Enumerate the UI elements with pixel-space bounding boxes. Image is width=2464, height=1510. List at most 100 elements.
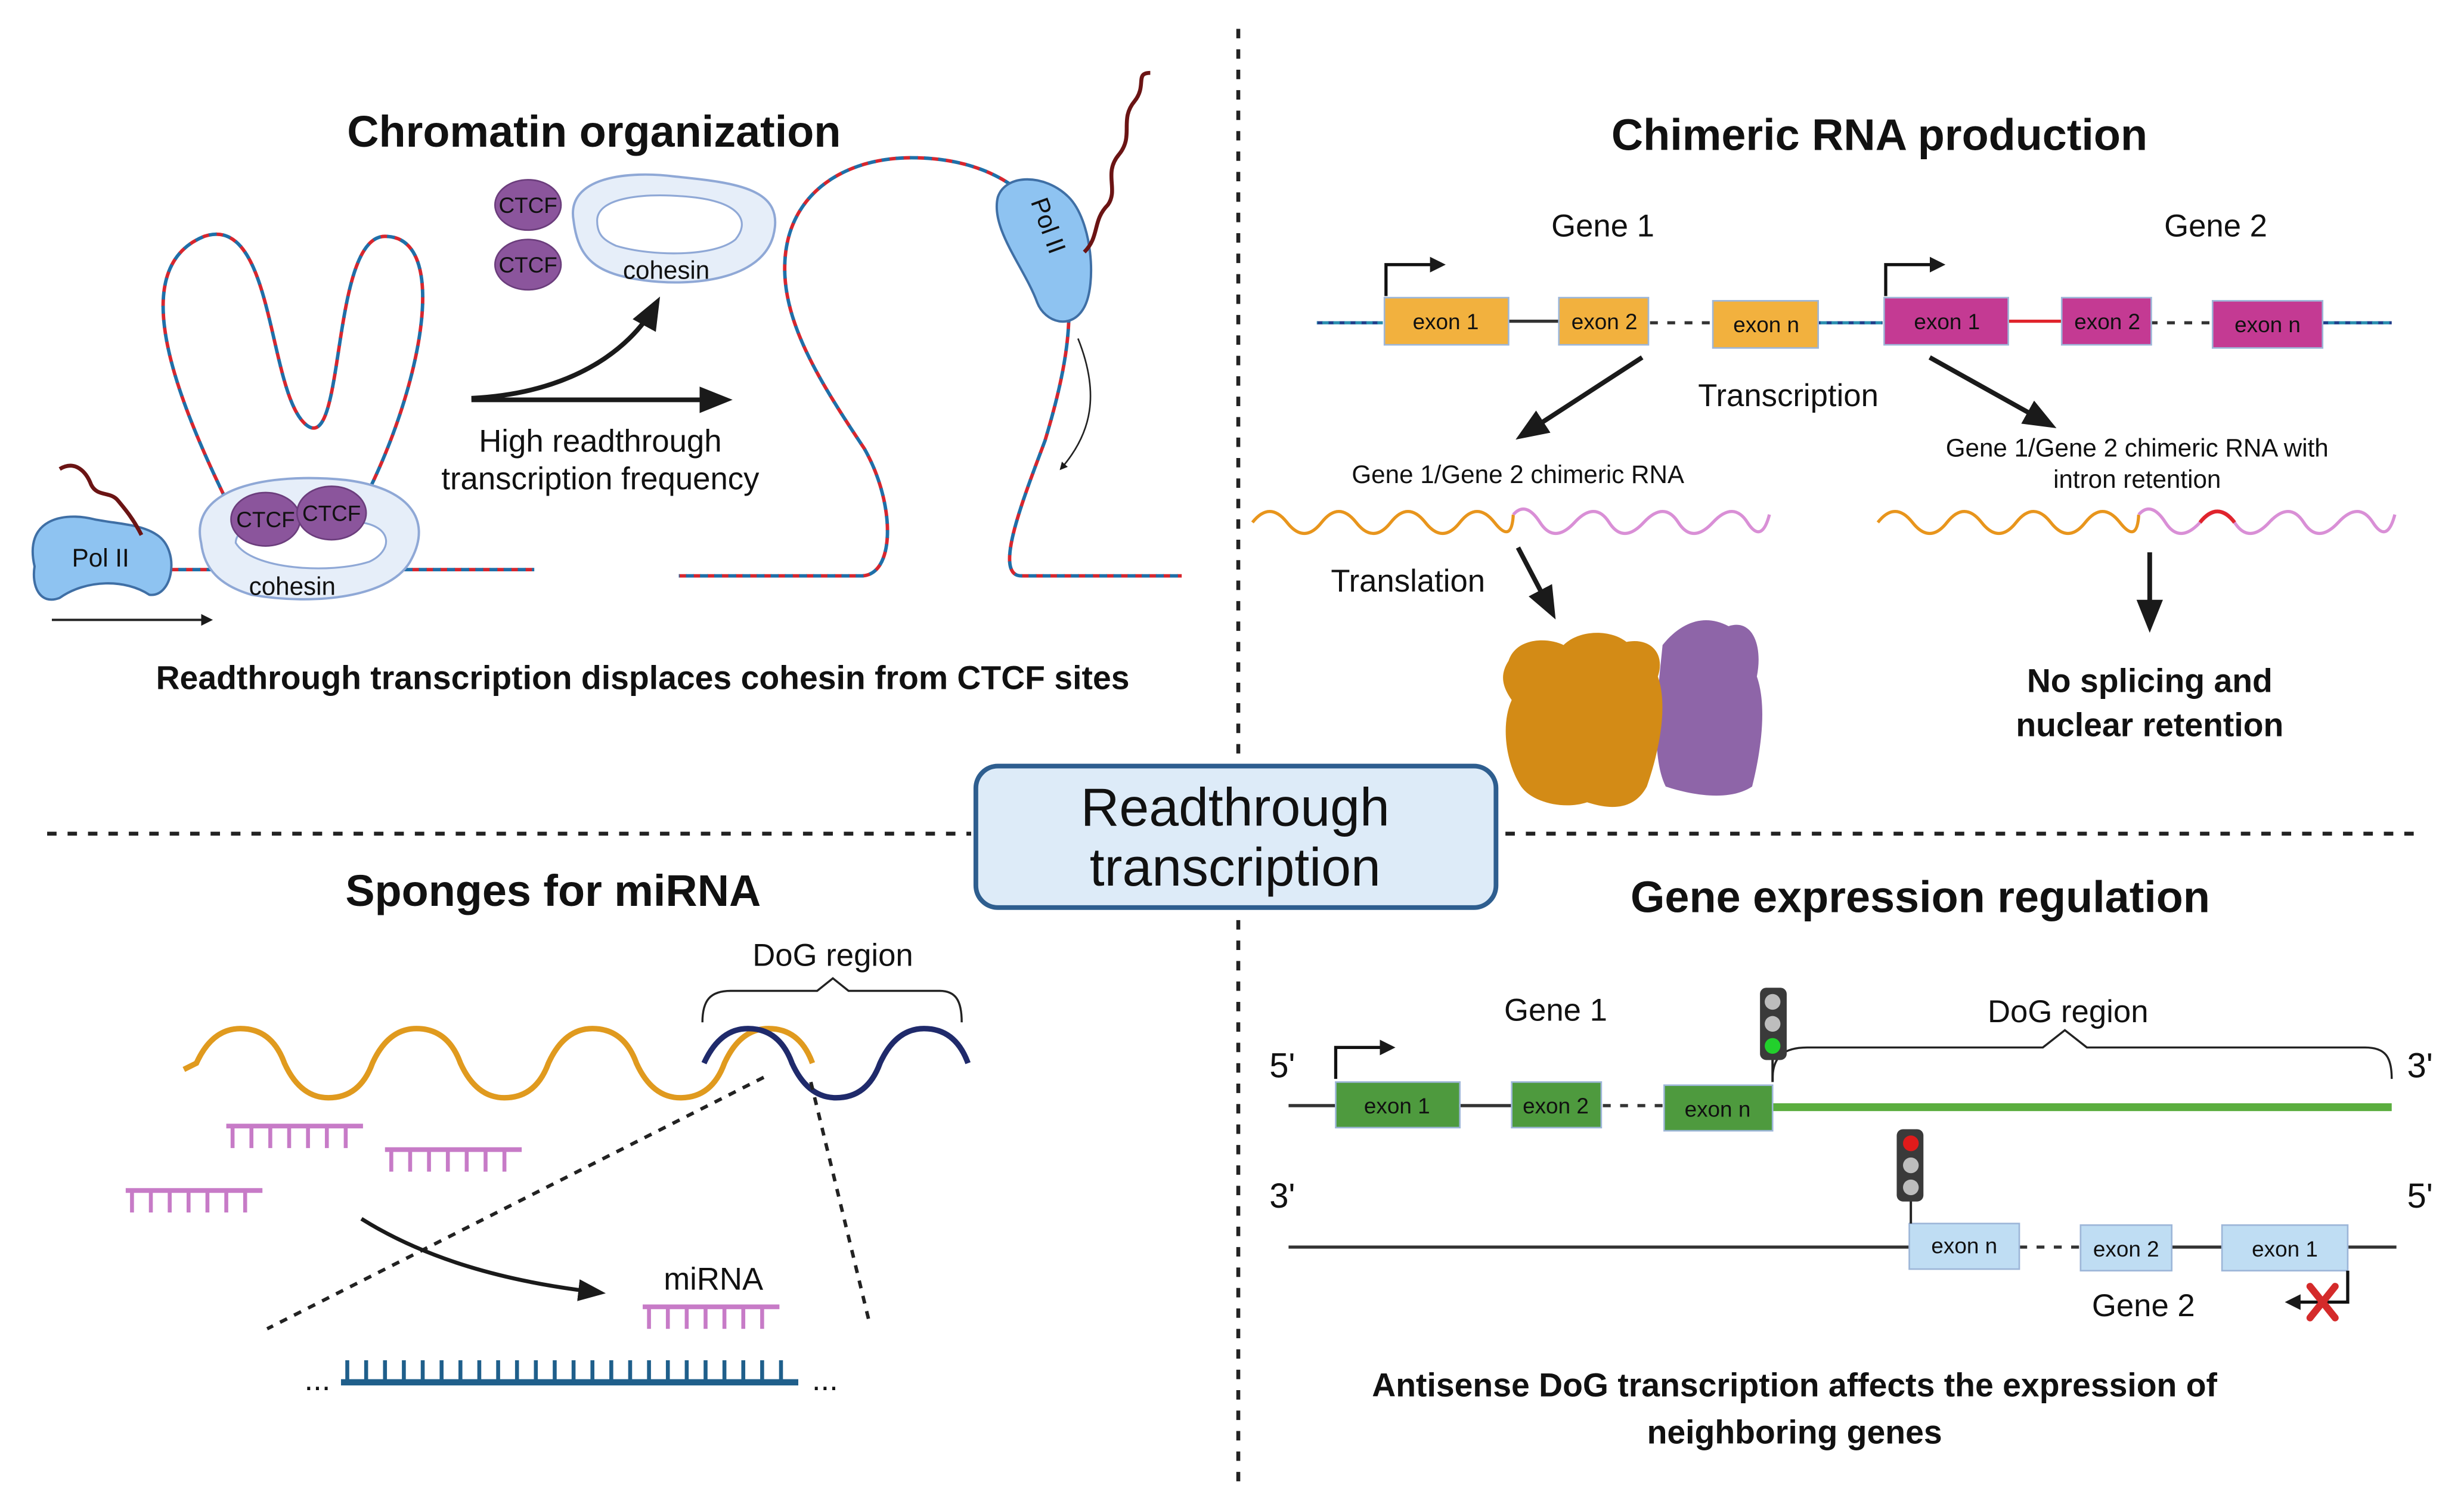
- cohesin-label: cohesin: [249, 572, 336, 600]
- target-strand: [340, 1360, 799, 1386]
- panel-title: Sponges for miRNA: [345, 866, 761, 915]
- zoom-guide-right: [809, 1081, 871, 1322]
- mirna-free-3: [125, 1188, 263, 1213]
- gene1-exon-1: exon 1: [1383, 296, 1510, 346]
- svg-text:exon n: exon n: [1685, 1097, 1751, 1121]
- ctcf-released: CTCF CTCF: [494, 179, 562, 291]
- panel-title: Gene expression regulation: [1631, 872, 2210, 922]
- transcription-arrow-right: [1928, 355, 2057, 429]
- transcript-wave: [182, 1026, 816, 1101]
- ctcf-pair-bound: CTCF CTCF: [230, 485, 367, 547]
- pol-ii-right: Pol II: [996, 70, 1151, 323]
- release-arrow: [471, 296, 661, 401]
- svg-text:exon 1: exon 1: [1914, 310, 1980, 334]
- dog-region-brace: [701, 977, 963, 1023]
- promoter-arrow-gene1: [1334, 1039, 1396, 1079]
- five-prime-bottom: 5': [2407, 1177, 2433, 1215]
- promoter-arrow-gene2: [1884, 256, 1946, 296]
- panel-title: Chimeric RNA production: [1611, 110, 2147, 159]
- three-prime-bottom: 3': [1269, 1177, 1295, 1215]
- svg-text:exon n: exon n: [1733, 312, 1799, 337]
- dog-region-wave: [701, 1026, 971, 1101]
- dna-loop-right: [678, 156, 1182, 578]
- fusion-protein: [1503, 620, 1762, 807]
- caption-line2: neighboring genes: [1647, 1414, 1942, 1451]
- svg-text:exon n: exon n: [2234, 312, 2301, 337]
- translation-label: Translation: [1331, 564, 1485, 599]
- ctcf-label: CTCF: [498, 193, 557, 218]
- gene2-exon-2: exon 2: [2060, 296, 2152, 346]
- retained-rna-gene2-part: [2137, 508, 2397, 536]
- center-title-line2: transcription: [1090, 837, 1381, 897]
- translation-arrow: [1515, 546, 1556, 620]
- ctcf-label: CTCF: [302, 501, 361, 525]
- intron-retention-label-line2: intron retention: [2053, 465, 2221, 493]
- panel-caption: Readthrough transcription displaces cohe…: [156, 659, 1130, 696]
- dog-region-label: DoG region: [1988, 994, 2149, 1029]
- center-box: Readthrough transcription: [973, 763, 1499, 910]
- svg-text:exon 1: exon 1: [1413, 310, 1479, 334]
- gene1-label: Gene 1: [1551, 208, 1654, 243]
- caption-line1: Antisense DoG transcription affects the …: [1372, 1367, 2217, 1404]
- arrow-label-line1: High readthrough: [479, 423, 721, 459]
- svg-text:exon 1: exon 1: [1364, 1094, 1430, 1118]
- gene2-exon-n: exon n: [1908, 1223, 2020, 1270]
- chimeric-rna-label: Gene 1/Gene 2 chimeric RNA: [1352, 460, 1685, 488]
- nascent-rna-right: [1083, 70, 1151, 253]
- panel-sponges-mirna: Sponges for miRNA DoG region miRNA: [125, 866, 971, 1397]
- panel-chimeric-rna: Chimeric RNA production Gene 1 Gene 2 ex…: [1251, 110, 2397, 807]
- mirna-free-2: [385, 1147, 522, 1172]
- pol-ii-label: Pol II: [72, 544, 129, 572]
- traffic-light-go-icon: [1760, 988, 1787, 1082]
- svg-text:exon 2: exon 2: [2074, 310, 2140, 334]
- mirna-bound: [643, 1304, 780, 1329]
- cohesin-label: cohesin: [623, 256, 709, 284]
- center-title-line1: Readthrough: [1081, 778, 1390, 837]
- promoter-arrow-gene1: [1384, 256, 1446, 296]
- svg-text:exon 2: exon 2: [1572, 310, 1638, 334]
- svg-text:exon 2: exon 2: [2093, 1237, 2159, 1261]
- gene1-exon-1: exon 1: [1335, 1081, 1461, 1129]
- gene1-exon-2: exon 2: [1511, 1081, 1603, 1129]
- retained-rna-gene1-part: [1876, 509, 2141, 536]
- transcription-label: Transcription: [1698, 378, 1879, 413]
- dog-region-label: DoG region: [752, 937, 913, 973]
- five-prime-top: 5': [1269, 1047, 1295, 1085]
- mirna-free-1: [226, 1124, 363, 1149]
- gene1-label: Gene 1: [1504, 993, 1607, 1028]
- arrow-label-line2: transcription frequency: [441, 462, 760, 497]
- gene2-exon-2: exon 2: [2079, 1224, 2173, 1272]
- transcription-arrow-left: [1515, 355, 1644, 440]
- outcome-line1: No splicing and: [2027, 663, 2273, 700]
- pol-ii-left: Pol II: [31, 463, 173, 601]
- traffic-light-stop-icon: [1896, 1129, 1924, 1224]
- gene1-exon-2: exon 2: [1558, 296, 1650, 346]
- nascent-rna-left: [58, 463, 144, 536]
- ellipsis-right: ...: [812, 1362, 838, 1397]
- chimeric-rna-gene2-part: [1512, 508, 1771, 536]
- svg-text:exon 2: exon 2: [1523, 1094, 1589, 1118]
- ctcf-label: CTCF: [498, 253, 557, 277]
- dog-region-brace: [1771, 1029, 2393, 1079]
- panel-gene-expression-regulation: Gene expression regulation Gene 1 DoG re…: [1269, 872, 2433, 1451]
- mirna-label: miRNA: [664, 1261, 764, 1297]
- ctcf-label: CTCF: [236, 508, 295, 532]
- gene2-label: Gene 2: [2092, 1288, 2195, 1323]
- panel-title: Chromatin organization: [347, 107, 841, 156]
- svg-text:exon 1: exon 1: [2252, 1237, 2318, 1261]
- blocked-x-icon: [2306, 1283, 2339, 1322]
- intron-retention-label-line1: Gene 1/Gene 2 chimeric RNA with: [1946, 434, 2329, 462]
- cohesin-released: cohesin: [571, 173, 777, 284]
- gene2-label: Gene 2: [2164, 208, 2267, 243]
- binding-arrow: [360, 1217, 606, 1301]
- gene1-exon-n: exon n: [1712, 300, 1819, 349]
- ellipsis-left: ...: [304, 1362, 330, 1397]
- chimeric-rna-gene1-part: [1251, 509, 1515, 536]
- outcome-line2: nuclear retention: [2016, 707, 2283, 744]
- three-prime-top: 3': [2407, 1047, 2433, 1085]
- panel-chromatin-organization: Chromatin organization cohesin CTCF CTCF…: [31, 70, 1182, 696]
- svg-text:exon n: exon n: [1931, 1234, 1997, 1258]
- gene2-exon-1: exon 1: [1883, 296, 2009, 346]
